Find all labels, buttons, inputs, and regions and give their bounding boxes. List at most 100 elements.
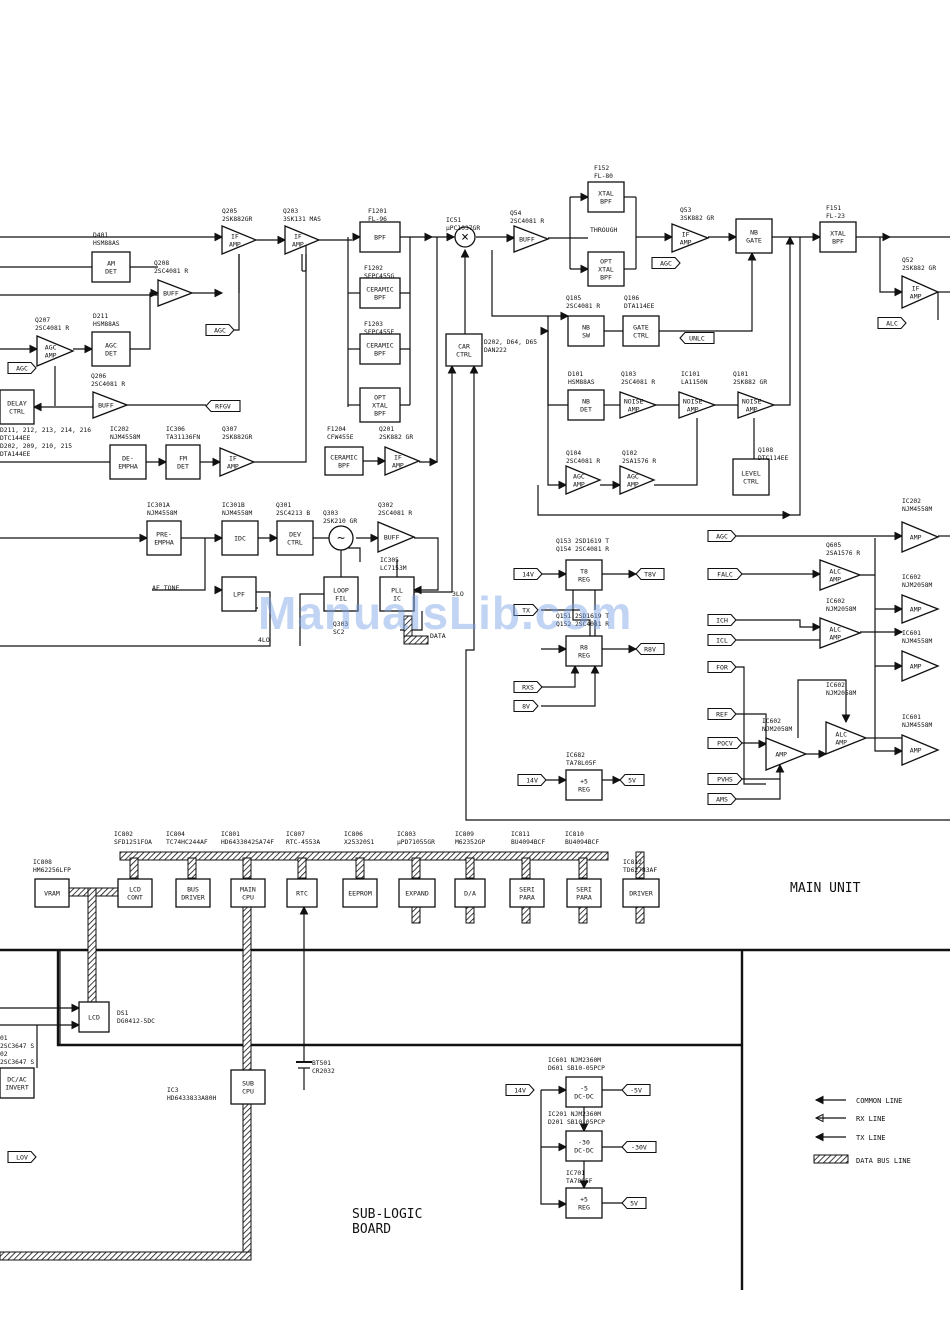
signal-arrow [580,264,590,274]
signal-arrow [558,1142,568,1152]
signal-tag [707,529,737,543]
signal-tag-label: RFGV [215,403,231,411]
signal-tag-label: ALC [886,320,898,328]
block-q302 [377,521,416,553]
signal-tag-label: ICL [716,637,728,645]
signal-arrow [758,739,768,749]
signal-arrow [560,311,570,321]
signal-wire [572,590,591,636]
signal-label: THROUGH [590,226,617,234]
block-dcac [0,1067,35,1099]
block-label-dcac: INVERT [5,1084,29,1092]
signal-wire [541,666,576,688]
signal-arrow [446,232,456,242]
part-label-q52: Q52 [902,257,914,264]
signal-arrow [785,235,795,245]
signal-arrow [277,235,287,245]
part-label-q201: Q201 [379,426,394,433]
signal-tag [707,567,743,581]
block-f1203 [359,333,401,365]
signal-arrow [214,585,224,595]
signal-wire [419,237,438,463]
part-label-ds1: DG0412-5DC [117,1018,155,1025]
board-label: BOARD [352,1222,391,1237]
block-q53 [671,223,710,253]
signal-arrow [728,232,738,242]
data-bus-line [411,906,421,924]
part-label-q01: 02 [0,1051,8,1058]
part-label-dtc: D211, 212, 213, 214, 216 [0,427,91,434]
block-lcdcont [117,878,153,908]
signal-tag [513,567,543,581]
block-label-levelctrl: LEVEL [741,470,761,478]
signal-wire [59,950,742,1046]
block-q103 [619,391,658,419]
part-label-q54: Q54 [510,210,522,217]
signal-arrow [558,569,568,579]
data-bus-line [578,857,588,879]
part-label-d211: HSM88AS [93,321,120,328]
part-label-q301: 2SC4213 B [276,510,310,517]
signal-wire [537,237,801,516]
part-label-f152: FL-80 [594,173,613,180]
block-label-preemph: PRE- [156,531,172,539]
block-label-dcdc30: DC-DC [574,1147,594,1155]
signal-tag-label: 14V [526,777,538,785]
block-label-ic601b: AMP [910,747,922,755]
part-label-ic808: IC808 [33,859,52,866]
part-label-ic202: IC202 [110,426,129,433]
part-label-bt501: BT501 [312,1060,331,1067]
block-label-q52: AMP [910,293,922,301]
block-label-q106: GATE [633,324,649,332]
signal-tag [651,256,681,270]
block-label-d101: DET [580,406,592,414]
block-lpf [221,576,257,612]
block-label-alc2: AMP [829,634,841,642]
signal-tag [619,773,645,787]
block-rtc [286,878,318,908]
block-label-levelctrl: CTRL [743,478,759,486]
block-label-busdrv: DRIVER [181,894,205,902]
block-q205 [221,225,258,255]
part-label-ic701: IC701 [566,1170,585,1177]
part-label-q103: Q103 [621,371,636,378]
part-label-q53: 3SK882 GR [680,215,714,222]
data-bus-line [465,857,475,879]
signal-tag [205,399,241,413]
part-label-ic804: TC74HC244AF [166,839,208,846]
signal-arrow [214,232,224,242]
signal-arrow [579,1123,589,1133]
part-label-ic601d: D601 SB10-05PCP [548,1065,605,1072]
part-label-ic305: IC305 [380,557,399,564]
part-label-d211: D211 [93,313,108,320]
part-label-f1203: F1203 [364,321,383,328]
block-carctrl [445,333,483,367]
part-label-ic301a: IC301A [147,502,170,509]
block-fl80 [587,181,625,213]
vco-glyph: ~ [337,531,345,546]
block-label-pllic: PLL [391,587,403,595]
part-label-ic801: HD6433042SA74F [221,839,274,846]
block-q105 [567,315,605,347]
part-label-ic3: HD6433833A80H [167,1095,216,1102]
block-label-dcdc5: DC-DC [574,1093,594,1101]
part-label-d401: D401 [93,232,108,239]
part-label-q303b: Q303 [333,621,348,628]
data-bus-line [635,906,645,924]
part-label-q151: Q151 2SD1619 T [556,613,609,620]
part-label-q108: Q108 [758,447,773,454]
signal-wire [547,316,566,486]
block-ic101 [678,391,717,419]
signal-arrow [370,533,380,543]
signal-tag-label: AGC [214,327,226,335]
part-label-q01: 01 [0,1035,8,1042]
block-label-nbgate: GATE [746,237,762,245]
part-label-d202: DAN222 [484,347,507,354]
signal-arrow [447,364,457,374]
block-ic202amp [901,521,940,553]
data-bus-line [635,851,645,879]
signal-wire [736,666,766,785]
signal-arrow [590,664,600,674]
signal-wire [541,666,596,707]
